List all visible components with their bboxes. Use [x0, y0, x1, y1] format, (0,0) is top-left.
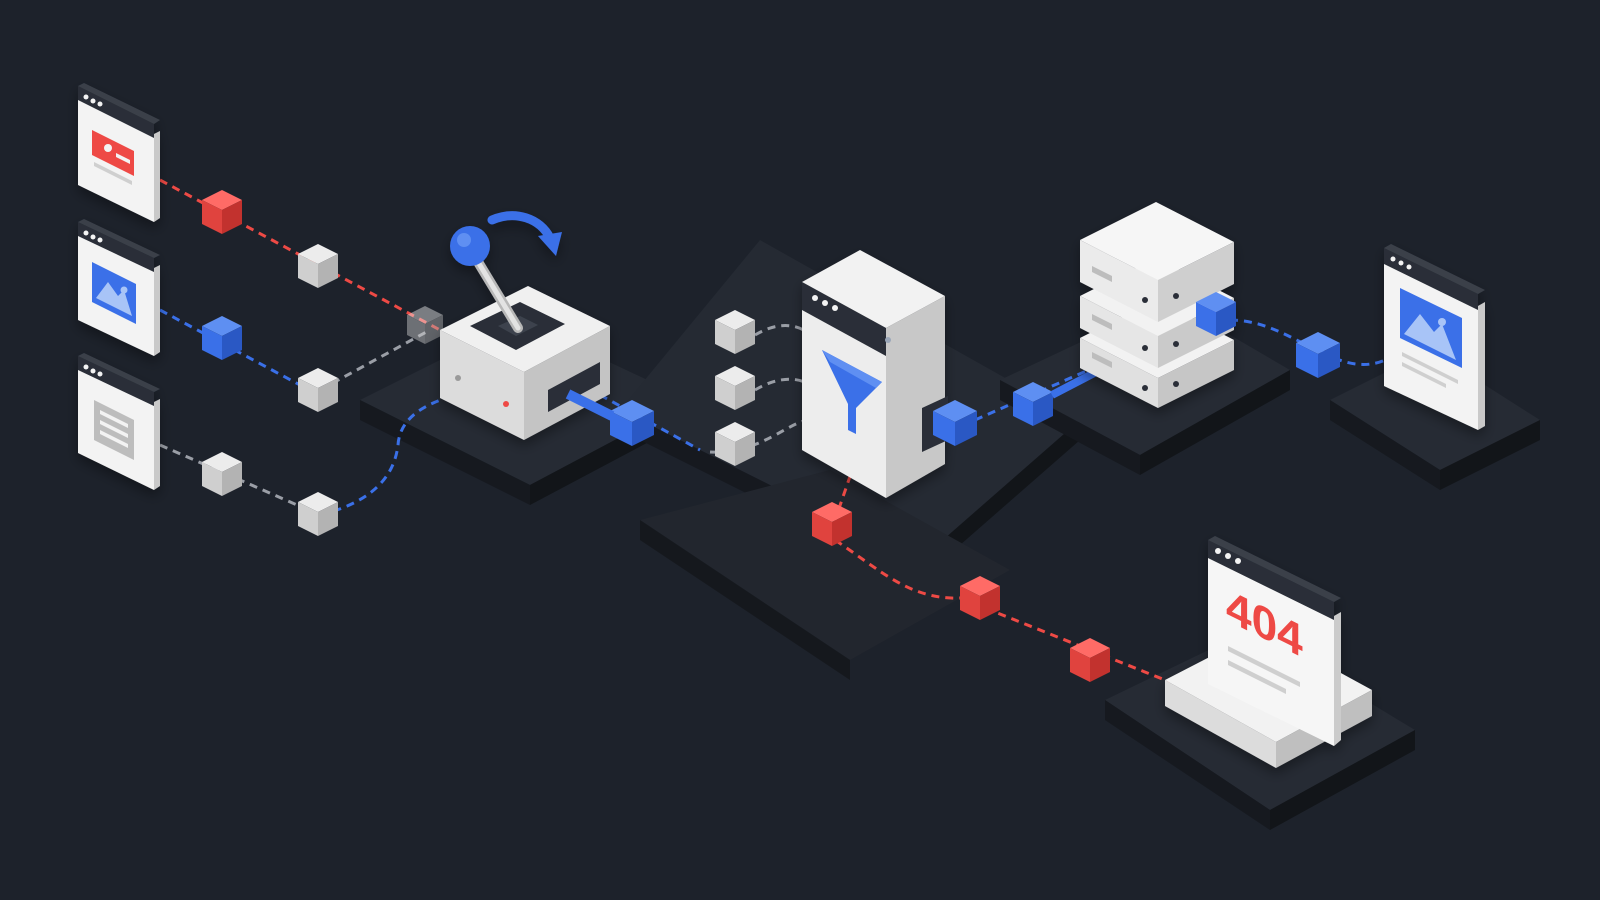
packet-blue-storage [1196, 292, 1236, 336]
queue-packet-3 [715, 422, 755, 466]
queue-packet-1 [715, 310, 755, 354]
error-page-404[interactable]: 404 [1165, 536, 1372, 768]
packet-red-reject-1 [812, 502, 852, 546]
packet-red-reject-3 [1070, 638, 1110, 682]
packet-red-1 [202, 190, 242, 234]
window-dots-icon [1390, 256, 1412, 270]
queue-line-1 [754, 324, 812, 337]
platform-error-branch [640, 470, 1010, 680]
filter-reject-line [833, 461, 857, 521]
server-stack-icon [1080, 202, 1234, 408]
profile-card-icon [92, 130, 134, 185]
packet-blue-filter-1 [933, 400, 977, 446]
platform-output [1330, 350, 1540, 490]
funnel-icon [822, 350, 882, 434]
input-card-profile[interactable] [78, 83, 160, 222]
blue-input-line [159, 308, 301, 387]
packet-gray-3 [202, 452, 242, 496]
reject-to-error-line [834, 538, 1171, 684]
status-led [885, 337, 891, 343]
output-card-image[interactable] [1384, 244, 1485, 430]
error-text-line [1228, 660, 1286, 694]
packet-gray-faded [407, 306, 443, 344]
packet-gray-1 [298, 244, 338, 288]
queue-packet-2 [715, 366, 755, 410]
router-output-beam [565, 389, 615, 421]
input-card-document[interactable] [78, 353, 160, 490]
router-switch[interactable] [440, 211, 610, 440]
blue-merge-line [319, 390, 471, 517]
packet-blue-1 [202, 316, 242, 360]
packet-gray-2 [298, 368, 338, 412]
window-dots-icon [83, 230, 103, 243]
input-card-image[interactable] [78, 219, 160, 356]
gray-mid-line [319, 328, 431, 392]
window-dots-icon [812, 295, 838, 311]
queue-line-2 [754, 377, 811, 392]
filter-device[interactable] [802, 250, 948, 498]
window-dots-icon [83, 94, 103, 107]
packet-red-reject-2 [960, 576, 1000, 620]
filter-to-storage-line [974, 363, 1101, 422]
packet-gray-4 [298, 492, 338, 536]
packet-blue-router [610, 400, 654, 446]
storage-to-output-line [1229, 318, 1386, 366]
filter-output-beam [1050, 366, 1102, 399]
error-text-line [1228, 646, 1300, 687]
packet-blue-filter-2 [1013, 382, 1053, 426]
image-icon [1400, 288, 1462, 388]
lever-switch-icon[interactable] [450, 226, 523, 333]
window-dots-icon [1215, 548, 1241, 564]
image-icon [92, 262, 136, 324]
rotate-arrow-icon [487, 211, 562, 256]
document-icon [94, 400, 134, 460]
packet-blue-output [1296, 332, 1340, 378]
storage-server-stack[interactable] [1080, 202, 1236, 408]
window-dots-icon [83, 364, 103, 377]
